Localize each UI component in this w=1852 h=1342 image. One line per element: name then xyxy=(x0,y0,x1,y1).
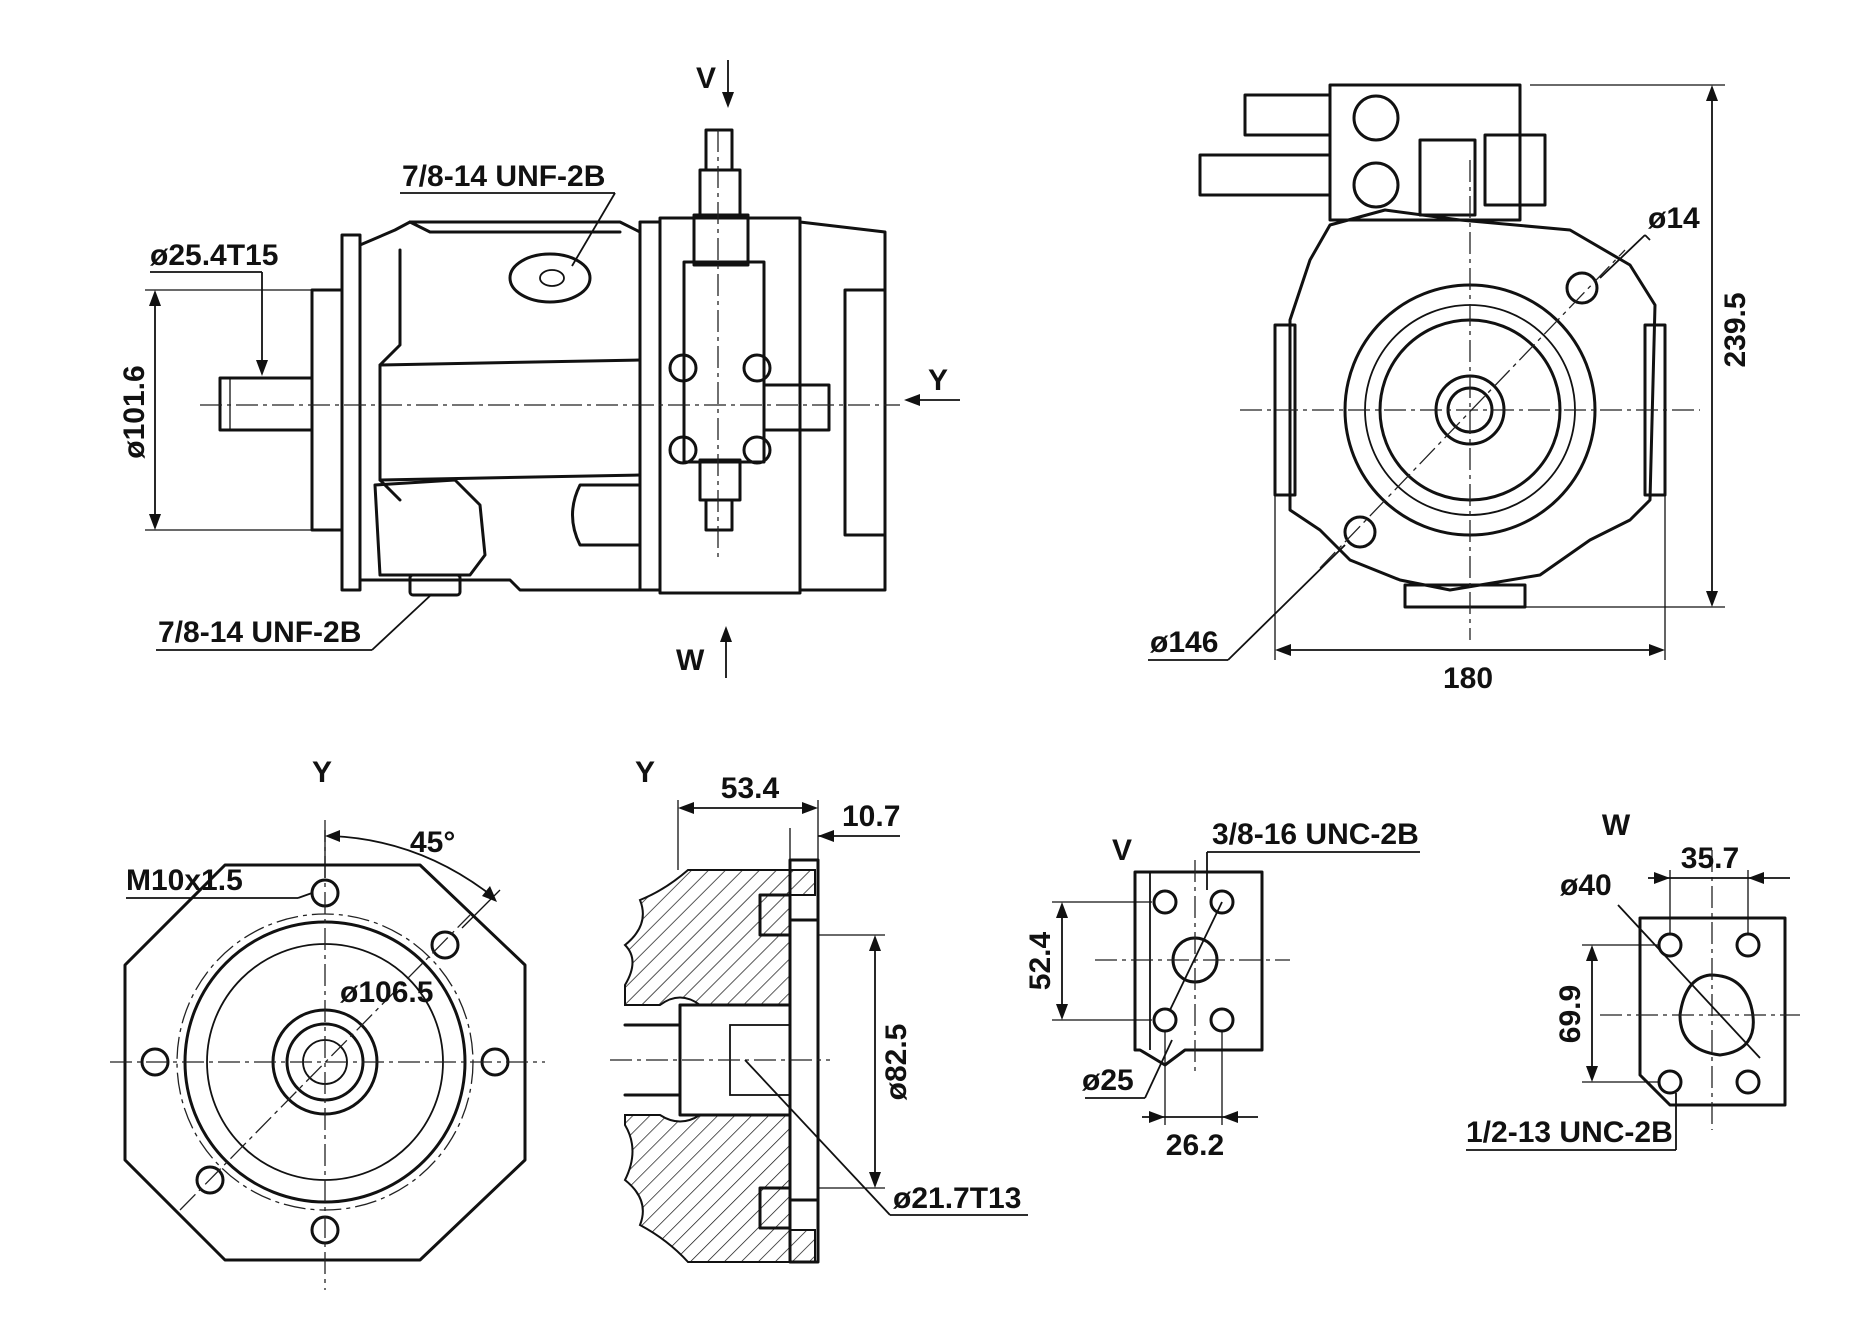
port-w-spacing-x-label: 35.7 xyxy=(1681,842,1739,875)
flange-angle-label: 45° xyxy=(410,826,455,859)
view-y-marker: Y xyxy=(928,364,948,397)
section-spline-label: ø21.7T13 xyxy=(893,1182,1021,1215)
end-view: 239.5 180 ø146 ø14 xyxy=(1148,83,1752,695)
section-y-view: Y 53.4 10.7 ø82.5 ø21.7T xyxy=(610,756,1028,1264)
port-w-spacing-y-label: 69.9 xyxy=(1554,985,1587,1043)
shaft-spline-label: ø25.4T15 xyxy=(150,239,278,272)
end-mount-hole-label: ø14 xyxy=(1648,202,1700,235)
port-w-thread-label: 1/2-13 UNC-2B xyxy=(1466,1116,1673,1149)
section-step-label: 10.7 xyxy=(842,800,900,833)
port-top-label: 7/8-14 UNF-2B xyxy=(402,160,605,193)
end-bolt-circle-label: ø146 xyxy=(1150,626,1218,659)
port-v-spacing-label: 26.2 xyxy=(1166,1129,1224,1162)
port-w-bore-label: ø40 xyxy=(1560,869,1612,902)
port-w-title: W xyxy=(1602,809,1631,842)
end-height-label: 239.5 xyxy=(1719,292,1752,367)
port-v-bore-label: ø25 xyxy=(1082,1064,1134,1097)
port-v-view: V 52.4 26.2 3/8-16 UNC-2B ø25 xyxy=(1024,818,1420,1162)
pilot-diameter-label: ø101.6 xyxy=(118,365,151,458)
port-w-view: W 35.7 69.9 ø40 1/2-13 UNC-2B xyxy=(1466,809,1800,1151)
view-w-marker: W xyxy=(676,644,705,677)
section-pilot-label: ø82.5 xyxy=(880,1024,913,1101)
port-v-title: V xyxy=(1112,834,1132,867)
section-y-title: Y xyxy=(635,756,655,789)
flange-y-title: Y xyxy=(312,756,332,789)
section-depth-label: 53.4 xyxy=(721,772,780,805)
end-width-label: 180 xyxy=(1443,662,1493,695)
port-bottom-label: 7/8-14 UNF-2B xyxy=(158,616,361,649)
port-v-thread-label: 3/8-16 UNC-2B xyxy=(1212,818,1419,851)
view-v-marker: V xyxy=(696,62,716,95)
flange-bolt-circle-label: ø106.5 xyxy=(340,976,433,1009)
flange-y-view: Y 45° M10x1.5 ø106.5 xyxy=(110,756,545,1290)
port-v-height-label: 52.4 xyxy=(1024,931,1057,990)
side-view: ø101.6 ø25.4T15 7/8-14 UNF-2B 7/8-14 UNF… xyxy=(118,60,960,678)
flange-thread-label: M10x1.5 xyxy=(126,864,243,897)
